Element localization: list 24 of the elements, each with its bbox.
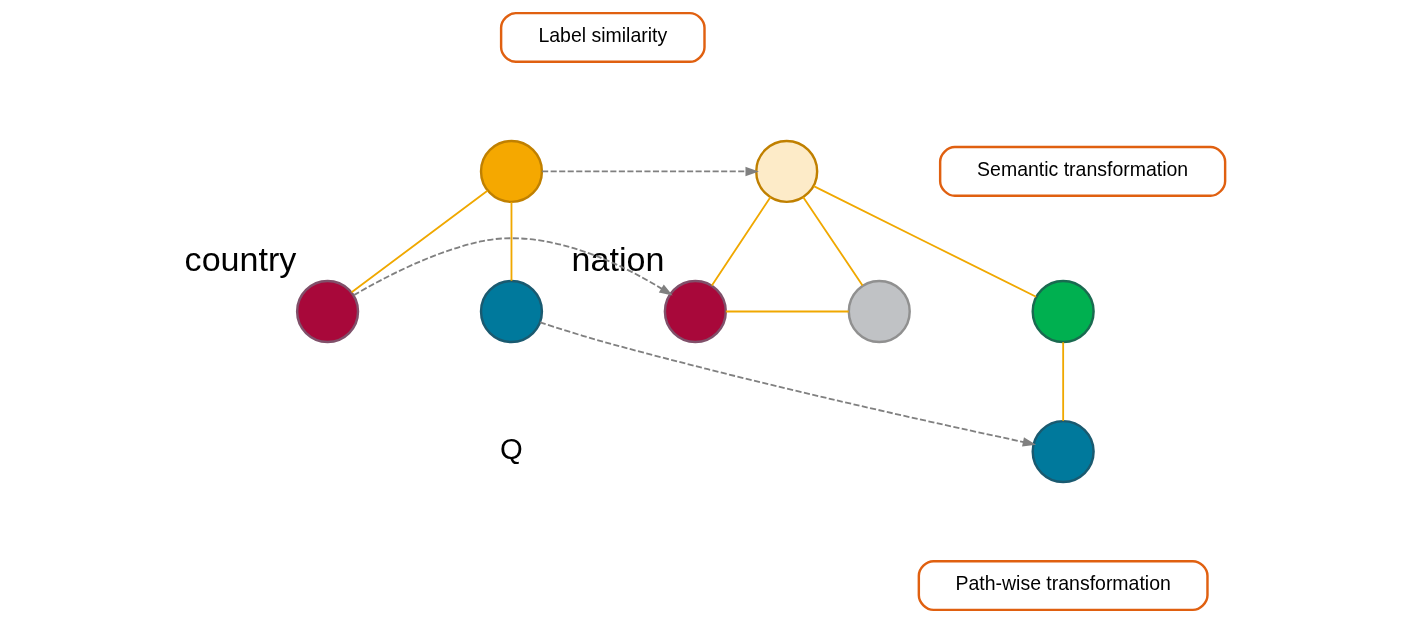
arrow (540, 166, 759, 177)
label: Q (499, 433, 523, 466)
node-circle (295, 279, 359, 344)
connector (801, 196, 863, 287)
connector (350, 189, 488, 294)
connector (510, 201, 512, 282)
node-circle (663, 279, 727, 344)
node-box: Label similarity (499, 11, 706, 64)
node-box: Semantic transformation (938, 145, 1226, 197)
node-circle (479, 279, 543, 344)
node-circle (1031, 419, 1095, 484)
node-circle (479, 139, 543, 204)
connector (724, 310, 850, 313)
node-circle (754, 139, 818, 204)
node-circle (847, 279, 911, 344)
connector (1061, 341, 1064, 422)
connector (812, 185, 1037, 298)
arrow (352, 237, 673, 297)
node-circle (1031, 279, 1095, 344)
node-box: Path-wise transformation (917, 559, 1209, 612)
node-label: country (184, 239, 296, 278)
connector (710, 196, 771, 287)
arrow (538, 321, 1036, 447)
node-label: nation (571, 239, 664, 278)
